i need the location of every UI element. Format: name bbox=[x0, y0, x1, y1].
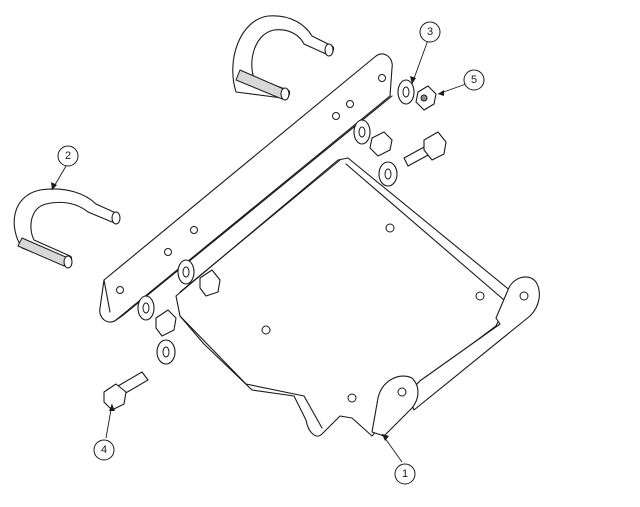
svg-text:5: 5 bbox=[471, 74, 477, 86]
balloon-3: 3 bbox=[419, 21, 441, 43]
leaders bbox=[51, 39, 467, 463]
u-bolt-left bbox=[13, 188, 121, 269]
balloon-1: 1 bbox=[394, 463, 416, 485]
balloon-5: 5 bbox=[463, 69, 485, 91]
balloon-4: 4 bbox=[93, 439, 115, 461]
mounting-bar bbox=[99, 53, 393, 323]
winch-plate bbox=[175, 157, 540, 437]
svg-text:4: 4 bbox=[101, 444, 107, 456]
svg-text:2: 2 bbox=[65, 150, 71, 162]
balloon-2: 2 bbox=[57, 145, 79, 167]
hardware-lower bbox=[103, 259, 221, 411]
hardware-upper bbox=[353, 79, 447, 187]
svg-text:3: 3 bbox=[427, 26, 433, 38]
svg-text:1: 1 bbox=[402, 468, 408, 480]
u-bolt-top bbox=[232, 15, 335, 101]
